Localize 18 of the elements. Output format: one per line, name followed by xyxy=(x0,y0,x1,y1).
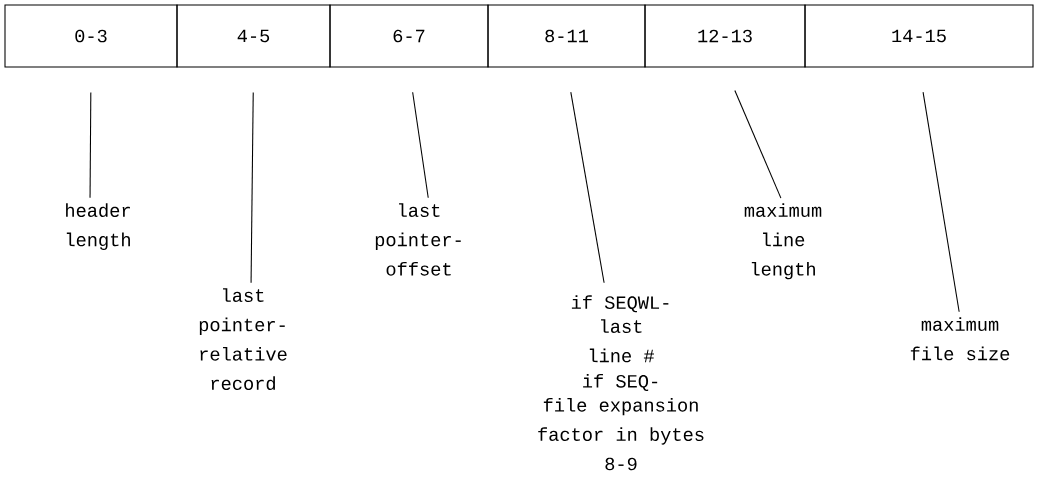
field-cell: 0-3 xyxy=(4,4,178,68)
field-description: maximum file size xyxy=(910,317,1010,361)
field-description: last pointer- offset xyxy=(375,203,461,276)
field-cell: 8-11 xyxy=(487,4,646,68)
field-cell: 6-7 xyxy=(329,4,489,68)
field-description: last pointer- relative record xyxy=(199,288,287,391)
field-cell: 14-15 xyxy=(804,4,1034,68)
connector-line xyxy=(250,92,254,284)
field-description: maximum line length xyxy=(744,203,822,280)
connector-line xyxy=(412,91,429,199)
connector-line xyxy=(570,91,605,284)
connector-line xyxy=(734,90,782,199)
field-description: header length xyxy=(66,203,130,250)
field-cell: 4-5 xyxy=(176,4,331,68)
connector-line xyxy=(89,92,92,199)
field-description: if SEQWL- last line # if SEQ- file expansion factor in bytes 8-9 xyxy=(538,295,704,471)
field-cell: 12-13 xyxy=(644,4,806,68)
connector-line xyxy=(922,91,960,313)
